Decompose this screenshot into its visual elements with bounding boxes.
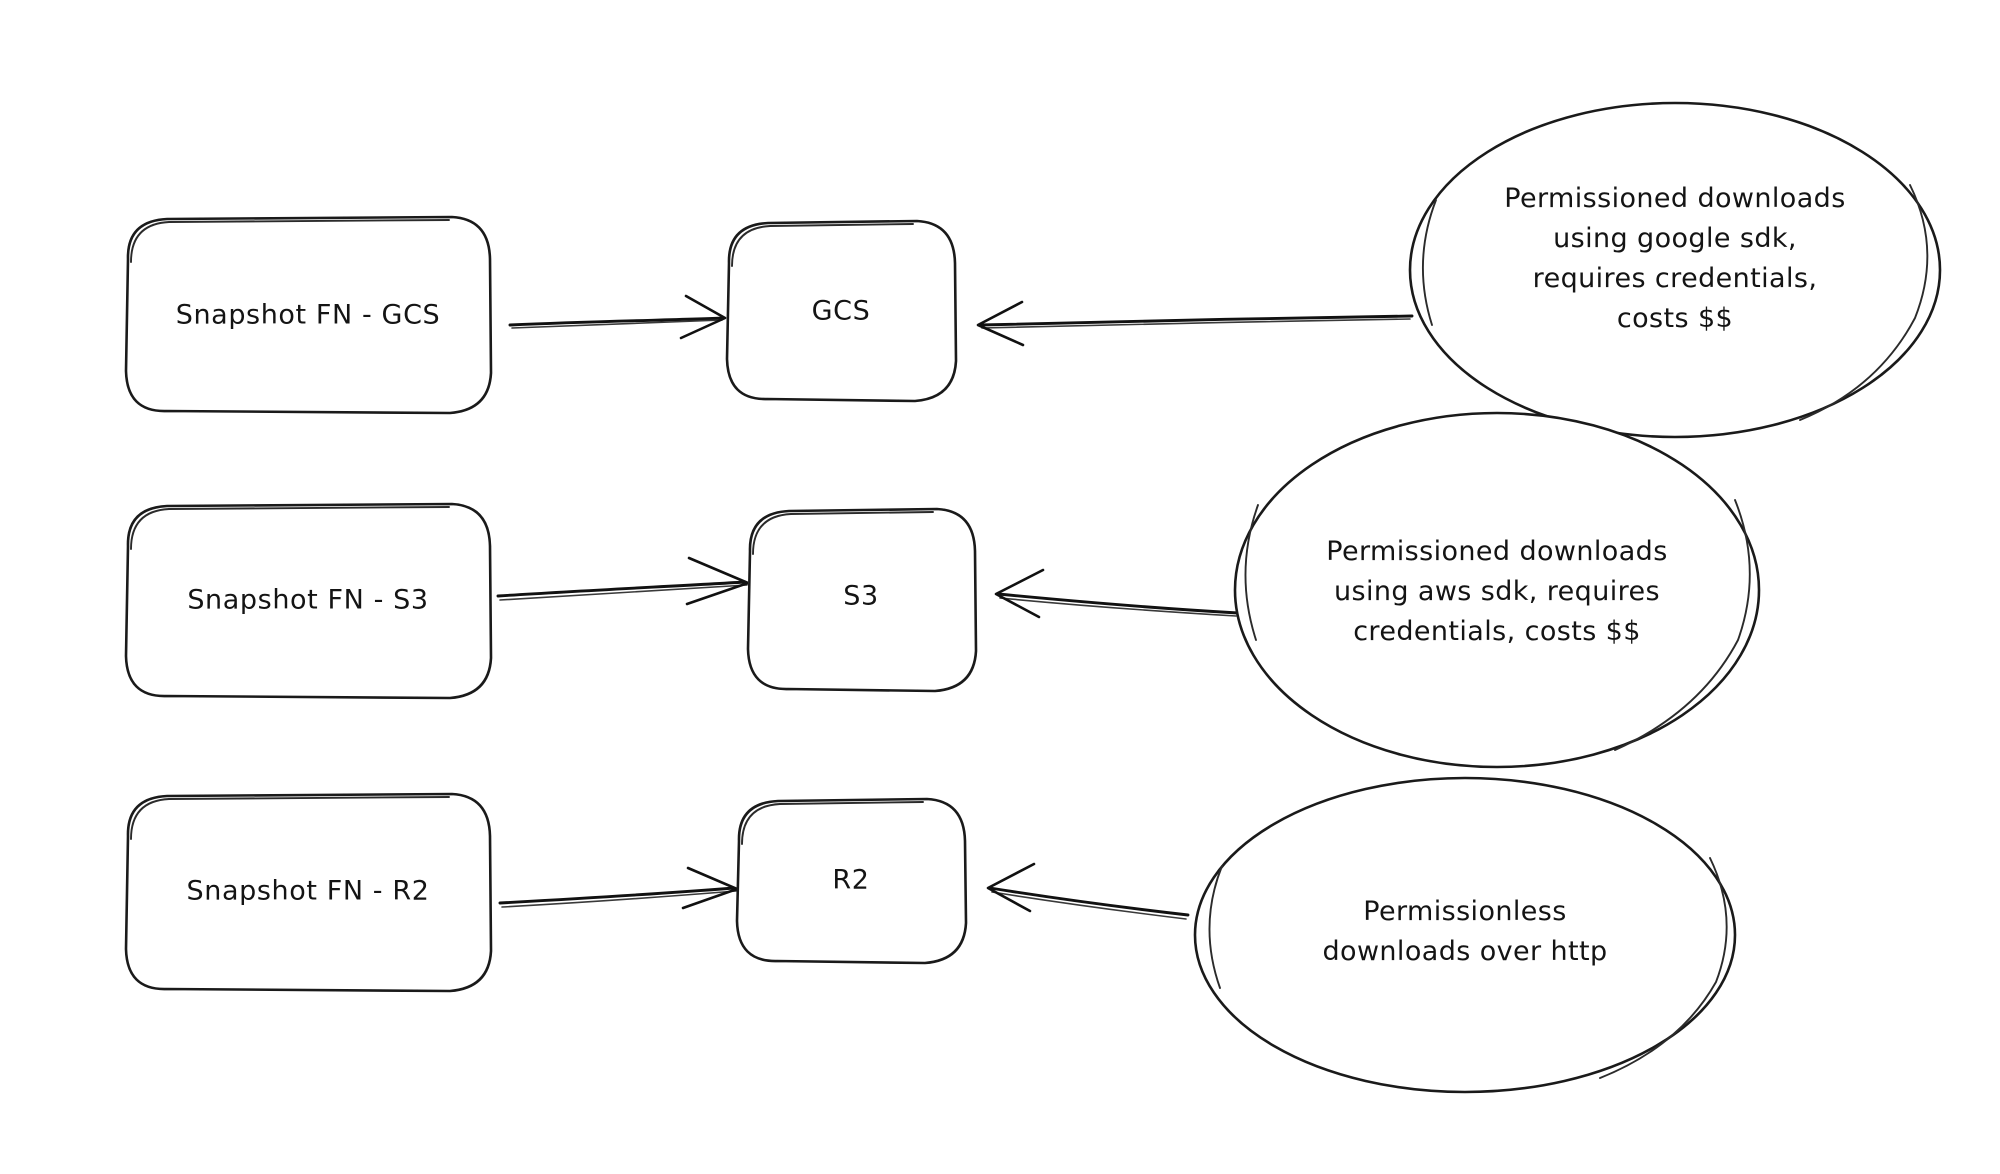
node-label-gcs: GCS xyxy=(812,296,871,327)
row-s3: Snapshot FN - S3 S3 Permissioned xyxy=(124,411,1761,769)
node-s3[interactable]: S3 xyxy=(746,507,978,693)
note-line-r2-2: downloads over http xyxy=(1322,936,1607,967)
arrow-snapshot-to-s3 xyxy=(496,556,750,606)
node-label-snapshot-fn-s3: Snapshot FN - S3 xyxy=(187,585,428,616)
note-line-gcs-4: costs $$ xyxy=(1617,303,1733,334)
note-line-gcs-2: using google sdk, xyxy=(1553,223,1797,254)
arrow-note-to-r2 xyxy=(986,862,1190,920)
node-snapshot-fn-gcs[interactable]: Snapshot FN - GCS xyxy=(124,215,493,415)
row-gcs: Snapshot FN - GCS GCS Permissione xyxy=(124,101,1942,439)
note-line-s3-2: using aws sdk, requires xyxy=(1334,576,1660,607)
arrow-note-to-gcs xyxy=(976,300,1414,347)
arrow-snapshot-to-gcs xyxy=(508,294,727,340)
node-r2[interactable]: R2 xyxy=(735,797,968,965)
node-snapshot-fn-r2[interactable]: Snapshot FN - R2 xyxy=(124,792,493,993)
note-line-gcs-3: requires credentials, xyxy=(1533,263,1818,294)
node-label-s3: S3 xyxy=(843,581,879,612)
note-ellipse-r2[interactable]: Permissionless downloads over http xyxy=(1193,776,1737,1094)
row-r2: Snapshot FN - R2 R2 Permissionles xyxy=(124,776,1737,1094)
note-line-s3-3: credentials, costs $$ xyxy=(1353,616,1641,647)
node-gcs[interactable]: GCS xyxy=(725,219,958,403)
note-line-gcs-1: Permissioned downloads xyxy=(1504,183,1845,214)
node-snapshot-fn-s3[interactable]: Snapshot FN - S3 xyxy=(124,502,493,700)
note-line-r2-1: Permissionless xyxy=(1363,896,1566,927)
note-line-s3-1: Permissioned downloads xyxy=(1326,536,1667,567)
node-label-snapshot-fn-gcs: Snapshot FN - GCS xyxy=(176,300,441,331)
node-label-r2: R2 xyxy=(832,865,869,896)
note-ellipse-gcs[interactable]: Permissioned downloads using google sdk,… xyxy=(1408,101,1942,439)
node-label-snapshot-fn-r2: Snapshot FN - R2 xyxy=(187,876,430,907)
note-ellipse-s3[interactable]: Permissioned downloads using aws sdk, re… xyxy=(1233,411,1761,769)
arrow-note-to-s3 xyxy=(994,568,1240,619)
arrow-snapshot-to-r2 xyxy=(498,866,739,910)
